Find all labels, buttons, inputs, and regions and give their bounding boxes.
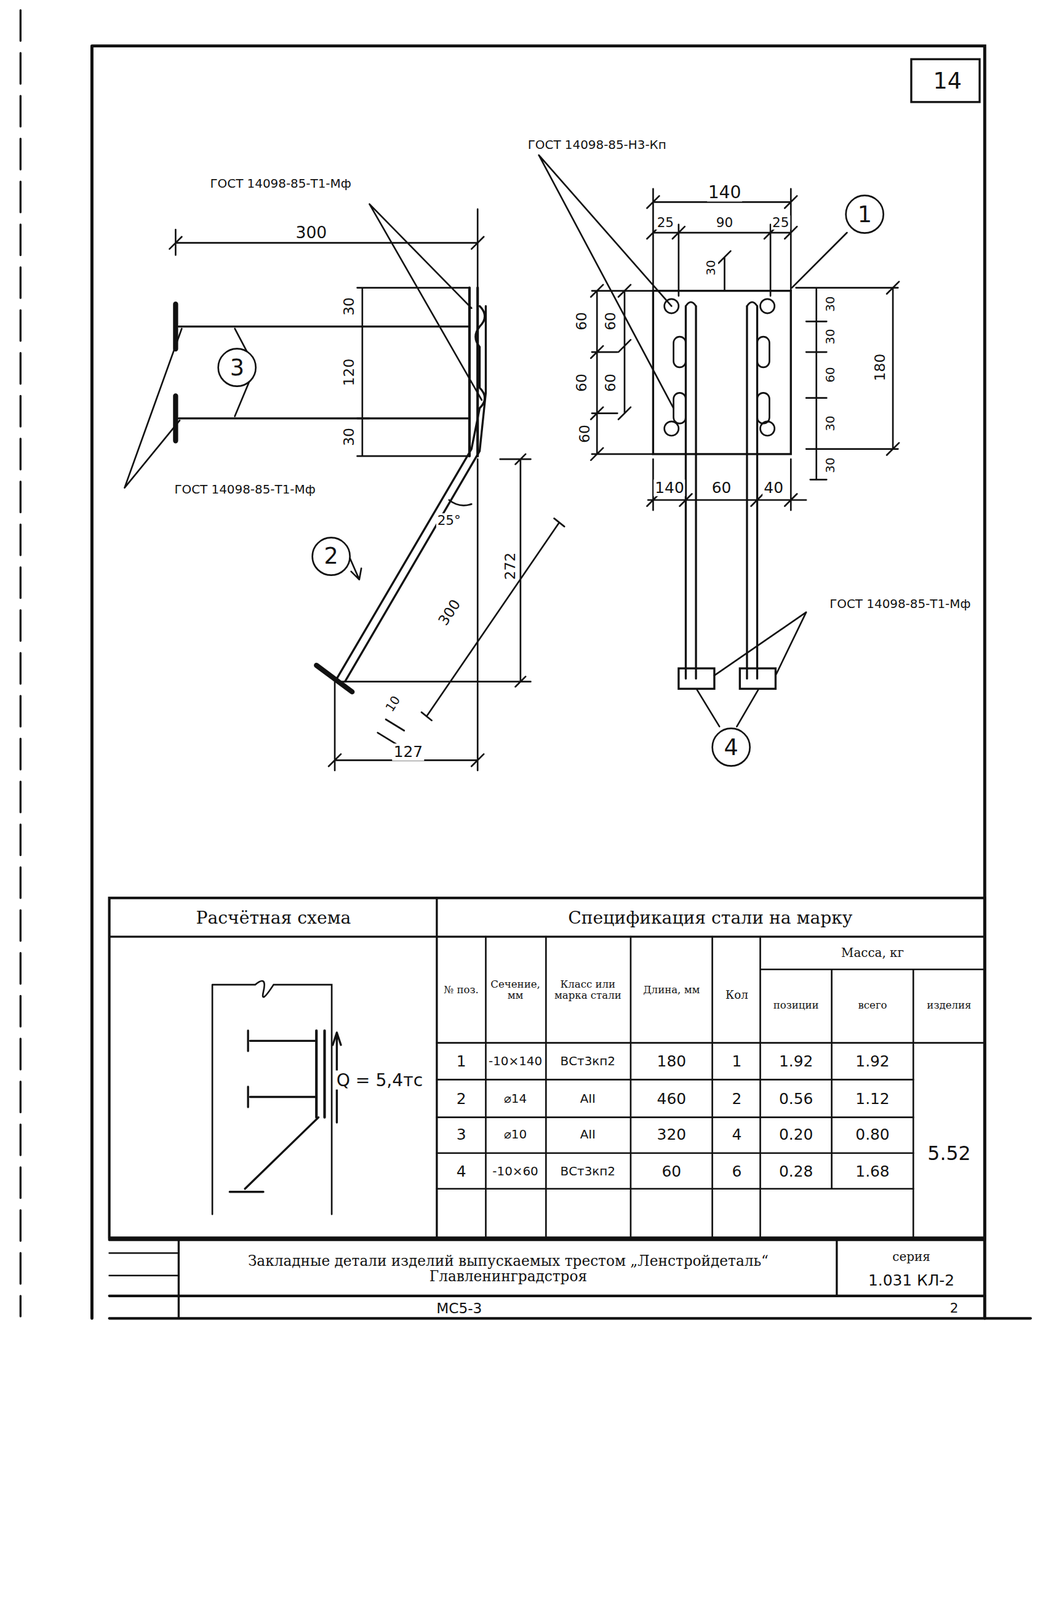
drawing-label: 272 xyxy=(502,551,519,581)
drawing-label: ГОСТ 14098-85-Т1-Мф xyxy=(172,483,317,497)
drawing-label: 30 xyxy=(823,456,838,475)
drawing-label: 25 xyxy=(655,215,676,231)
drawing-label: 30 xyxy=(340,426,357,448)
callout-number: 14 xyxy=(933,67,962,95)
drawing-label: Закладные детали изделий выпускаемых тре… xyxy=(200,1252,816,1285)
drawing-label: 30 xyxy=(704,258,719,277)
drawing-label: Сечение, мм xyxy=(487,979,543,1002)
drawing-label: АII xyxy=(579,1092,597,1106)
drawing-label: № поз. xyxy=(438,984,485,996)
drawing-label: -10×140 xyxy=(487,1054,544,1069)
drawing-label: 1.12 xyxy=(854,1090,891,1108)
drawing-label: всего xyxy=(856,999,888,1012)
drawing-label: 0.28 xyxy=(777,1162,815,1180)
drawing-label: 140 xyxy=(707,182,743,202)
callout-circle: 3 xyxy=(214,347,260,388)
drawing-label: 140 xyxy=(653,479,685,496)
drawing-label: 3 xyxy=(455,1126,468,1144)
drawing-label: 120 xyxy=(340,357,357,388)
drawing-label: 1 xyxy=(731,1052,744,1070)
drawing-label: 30 xyxy=(823,414,838,433)
drawing-label: 30 xyxy=(823,327,838,346)
drawing-label: изделия xyxy=(916,999,983,1012)
drawing-label: 60 xyxy=(574,372,591,394)
drawing-label: 300 xyxy=(434,595,464,629)
drawing-label: ГОСТ 14098-85-Т1-Мф xyxy=(208,177,352,191)
callout-circle: 1 xyxy=(841,193,888,235)
callout-number: 1 xyxy=(857,201,872,228)
drawing-label: 4 xyxy=(731,1126,744,1144)
drawing-label: 2 xyxy=(455,1090,468,1108)
drawing-label: ГОСТ 14098-85-Н3-Кп xyxy=(526,138,668,152)
drawing-label: 460 xyxy=(655,1090,688,1108)
drawing-label: 25 xyxy=(771,215,791,231)
drawing-label: 60 xyxy=(823,365,838,384)
drawing-label: 40 xyxy=(762,479,785,496)
drawing-label: 180 xyxy=(655,1052,688,1070)
drawing-label: Расчётная схема xyxy=(195,908,353,928)
drawing-label: 1.031 КЛ-2 xyxy=(867,1272,956,1290)
drawing-label: 30 xyxy=(823,295,838,314)
drawing-label: позиции xyxy=(763,999,829,1012)
drawing-label: 5.52 xyxy=(926,1142,972,1165)
drawing-label: 60 xyxy=(602,311,619,333)
drawing-label: 1 xyxy=(455,1052,468,1070)
drawing-label: 320 xyxy=(655,1126,688,1144)
drawing-label: 127 xyxy=(392,743,424,761)
callout-number: 2 xyxy=(323,542,338,570)
drawing-label: -10×60 xyxy=(491,1164,540,1179)
drawing-label: МС5-3 xyxy=(435,1300,484,1317)
callout-number: 3 xyxy=(230,354,245,381)
drawing-label: 60 xyxy=(602,372,619,394)
callout-number: 4 xyxy=(724,734,739,761)
drawing-label: 25° xyxy=(436,513,463,528)
drawing-label: Класс или марка стали xyxy=(547,979,628,1002)
drawing-label: 300 xyxy=(294,223,329,242)
drawing-label: Q = 5,4тс xyxy=(335,1070,424,1090)
drawing-label: Длина, мм xyxy=(633,984,710,996)
drawing-label: серия xyxy=(891,1250,932,1264)
drawing-label: 0.20 xyxy=(777,1126,815,1144)
drawing-label: 30 xyxy=(340,295,357,317)
drawing-label: ГОСТ 14098-85-Т1-Мф xyxy=(828,597,972,612)
drawing-label: 1.92 xyxy=(854,1052,891,1070)
sheet-number-box: 14 xyxy=(912,60,983,101)
drawing-label: Спецификация стали на марку xyxy=(566,908,854,928)
drawing-label: 60 xyxy=(577,423,594,445)
drawing-label: АII xyxy=(579,1127,597,1142)
drawing-label: ⌀10 xyxy=(502,1127,528,1142)
drawing-label: ВСт3кп2 xyxy=(559,1054,617,1069)
callout-circle: 2 xyxy=(308,535,354,577)
drawing-label: 60 xyxy=(710,479,733,496)
drawing-label: 6 xyxy=(731,1162,744,1180)
drawing-label: ⌀14 xyxy=(502,1092,528,1106)
drawing-label: 1.68 xyxy=(854,1162,891,1180)
drawing-label: 1.92 xyxy=(777,1052,815,1070)
drawing-label: 90 xyxy=(715,215,735,231)
drawing-label: ВСт3кп2 xyxy=(559,1164,617,1179)
drawing-label: Масса, кг xyxy=(839,946,906,960)
drawing-label: 10 xyxy=(382,692,404,716)
callout-circle: 4 xyxy=(708,726,754,768)
drawing-label: 4 xyxy=(455,1162,468,1180)
drawing-label: 0.80 xyxy=(854,1126,891,1144)
drawing-label: 180 xyxy=(871,352,888,383)
drawing-label: 60 xyxy=(574,311,591,333)
drawing-label: 2 xyxy=(948,1300,960,1316)
drawing-label: 2 xyxy=(731,1090,744,1108)
drawing-label: 0.56 xyxy=(777,1090,815,1108)
drawing-label: Кол xyxy=(724,988,750,1002)
drawing-label: 60 xyxy=(660,1162,683,1180)
